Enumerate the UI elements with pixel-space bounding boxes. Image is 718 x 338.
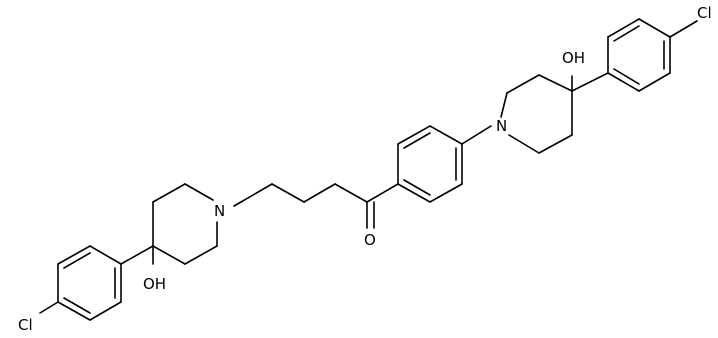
hydroxyl-label-right: OH (562, 49, 585, 67)
nitrogen-label-left: N (214, 202, 225, 220)
left-piperidine-ring (152, 183, 218, 265)
hydroxyl-label-left: OH (143, 275, 166, 293)
right-piperidine-ring (500, 72, 609, 154)
oxygen-label-carbonyl: O (364, 231, 376, 249)
chlorine-label-bottom-left: Cl (18, 316, 33, 334)
chlorine-label-top-right: Cl (697, 4, 712, 22)
nitrogen-label-right: N (496, 117, 507, 135)
butanone-chain (233, 183, 399, 229)
central-benzene-ring (397, 125, 492, 203)
left-chlorophenyl-ring (39, 245, 154, 321)
right-chlorophenyl-ring (607, 18, 698, 92)
